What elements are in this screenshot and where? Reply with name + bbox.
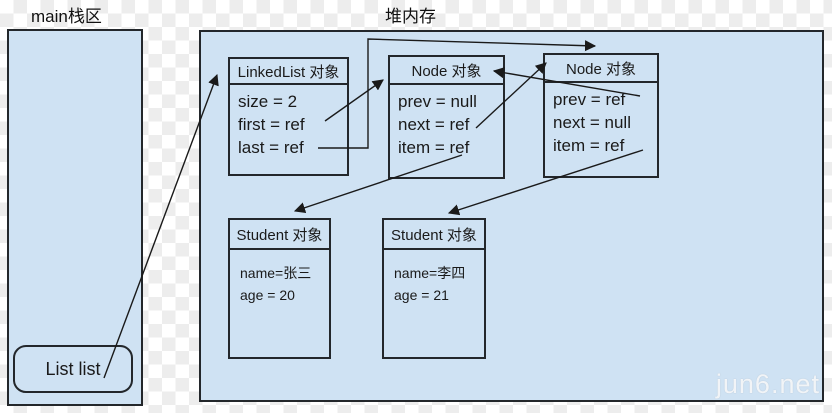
student2-object-title: Student 对象 [384,220,484,250]
student1-field-name: name=张三 [240,265,312,281]
node1-field-next: next = ref [398,115,470,134]
student1-field-age: age = 20 [240,287,295,303]
node1-object-box: Node 对象 prev = null next = ref item = re… [388,55,505,179]
linkedlist-object-box: LinkedList 对象 size = 2 first = ref last … [228,57,349,176]
list-variable-label: List list [45,358,101,379]
node1-field-prev: prev = null [398,92,477,111]
node2-field-next: next = null [553,113,631,132]
stack-region-label: main栈区 [31,7,102,26]
student2-field-age: age = 21 [394,287,449,303]
student2-object-box: Student 对象 name=李四 age = 21 [382,218,486,359]
student2-field-name: name=李四 [394,265,466,281]
watermark-text: jun6.net [715,369,820,399]
node2-field-prev: prev = ref [553,90,626,109]
node2-field-item: item = ref [553,136,625,155]
student1-object-box: Student 对象 name=张三 age = 20 [228,218,331,359]
student1-object-title: Student 对象 [230,220,329,250]
linkedlist-field-size: size = 2 [238,92,298,111]
linkedlist-field-last: last = ref [238,138,304,157]
node2-object-title: Node 对象 [545,55,657,83]
node1-object-title: Node 对象 [390,57,503,85]
node1-field-item: item = ref [398,138,470,157]
heap-region-label: 堆内存 [385,7,436,26]
list-variable-box: List list [13,345,133,393]
linkedlist-field-first: first = ref [238,115,305,134]
node2-object-box: Node 对象 prev = ref next = null item = re… [543,53,659,178]
linkedlist-object-title: LinkedList 对象 [230,59,347,85]
